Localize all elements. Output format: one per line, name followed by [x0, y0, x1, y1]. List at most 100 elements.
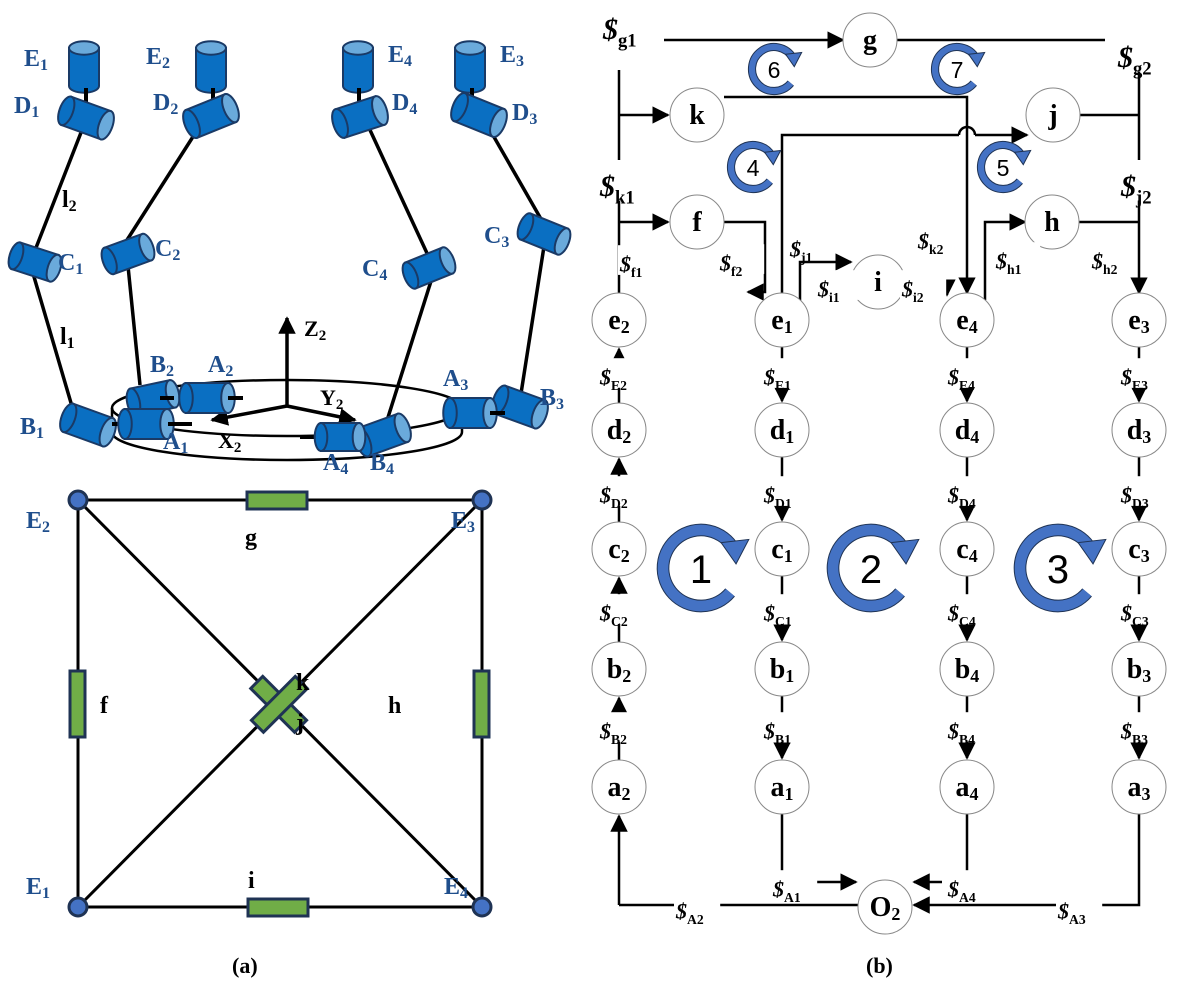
label-D2: D2	[153, 90, 178, 118]
svg-text:$E4: $E4	[947, 365, 975, 394]
svg-text:$E3: $E3	[1120, 365, 1148, 394]
node-a1: a1	[754, 759, 810, 815]
svg-text:b3: b3	[1127, 654, 1152, 686]
limb-h	[472, 669, 491, 739]
svg-text:5: 5	[997, 155, 1010, 181]
label-axis-Z2: Z2	[304, 316, 326, 344]
joint-D2-icon	[182, 92, 240, 140]
svg-text:$A1: $A1	[772, 877, 801, 906]
label-E3: E3	[500, 42, 524, 70]
svg-text:g: g	[863, 25, 877, 56]
svg-text:$E2: $E2	[599, 365, 627, 394]
screw-label-A1: $A1	[771, 870, 818, 906]
screw-label-B3: $B3	[1119, 712, 1166, 747]
svg-text:$A4: $A4	[947, 877, 976, 906]
svg-text:$B4: $B4	[947, 719, 975, 748]
loop-7-icon: 7	[930, 42, 986, 96]
node-c2: c2	[591, 521, 647, 577]
svg-text:$D1: $D1	[763, 483, 792, 512]
svg-text:4: 4	[747, 155, 760, 181]
svg-text:$g2: $g2	[1117, 41, 1152, 80]
svg-text:$A3: $A3	[1057, 899, 1086, 928]
label-B4: B4	[370, 450, 394, 478]
joint-E3-icon	[454, 40, 486, 94]
screw-label-j2: $j2	[1119, 160, 1182, 209]
svg-text:c1: c1	[771, 534, 792, 566]
loop-1-icon: 1	[656, 523, 750, 613]
node-e1: e1	[754, 292, 810, 348]
label-C1: C1	[58, 250, 83, 278]
loop-6-icon: 6	[747, 42, 803, 96]
screw-label-g1: $g1	[601, 3, 664, 52]
label-B2: B2	[150, 352, 174, 380]
limb-label-k: k	[296, 670, 310, 696]
svg-text:d2: d2	[607, 415, 632, 447]
screw-label-f1: $f1	[618, 245, 665, 281]
svg-text:a3: a3	[1128, 772, 1151, 804]
screw-label-B4: $B4	[946, 712, 993, 748]
vertex-label-E2: E2	[26, 508, 50, 536]
joint-A1-icon	[117, 408, 175, 440]
label-E1: E1	[24, 46, 48, 74]
label-B3: B3	[540, 385, 564, 413]
screw-label-E1: $E1	[762, 358, 809, 394]
loop-3-icon: 3	[1013, 523, 1107, 613]
screw-label-A3: $A3	[1056, 892, 1103, 928]
joint-E1-icon	[68, 40, 100, 94]
screw-label-B2: $B2	[598, 712, 645, 748]
node-d4: d4	[939, 402, 995, 458]
svg-text:f: f	[692, 207, 702, 238]
joint-C1-icon	[7, 241, 63, 283]
svg-text:i: i	[874, 267, 882, 298]
label-A4: A4	[323, 450, 348, 478]
svg-text:e4: e4	[956, 305, 977, 337]
node-d2: d2	[591, 402, 647, 458]
node-b3: b3	[1111, 641, 1167, 697]
vertex-label-E1: E1	[26, 874, 50, 902]
screw-label-E3: $E3	[1119, 358, 1166, 394]
svg-text:c2: c2	[608, 534, 629, 566]
svg-text:O2: O2	[870, 892, 901, 924]
joint-C3-icon	[516, 212, 572, 256]
svg-text:b2: b2	[607, 654, 632, 686]
screw-label-D2: $D2	[598, 476, 645, 511]
label-D1: D1	[14, 93, 39, 121]
svg-text:j: j	[1047, 100, 1057, 131]
joint-C2-icon	[100, 232, 156, 276]
svg-text:2: 2	[860, 548, 882, 592]
svg-text:$D3: $D3	[1120, 483, 1149, 512]
screw-label-B1: $B1	[762, 712, 809, 747]
joint-D4-icon	[331, 94, 389, 140]
svg-text:$f2: $f2	[719, 251, 743, 280]
svg-text:$g1: $g1	[602, 13, 637, 52]
svg-text:$E1: $E1	[763, 365, 791, 394]
svg-text:c3: c3	[1128, 534, 1149, 566]
node-d1: d1	[754, 402, 810, 458]
screw-label-i2: $i2	[900, 270, 947, 305]
node-e4: e4	[939, 292, 995, 348]
node-c3: c3	[1111, 521, 1167, 577]
svg-text:$B2: $B2	[599, 719, 627, 748]
limb-label-g: g	[245, 525, 257, 551]
svg-text:$f1: $f1	[619, 252, 643, 281]
screw-label-j1: $j1	[788, 230, 835, 266]
node-h: h	[1024, 194, 1080, 250]
loop-5-icon: 5	[976, 140, 1032, 194]
svg-text:$j1: $j1	[789, 237, 813, 266]
screw-label-g2: $g2	[1116, 31, 1179, 80]
loop-2-icon: 2	[826, 523, 920, 613]
caption-a: (a)	[232, 953, 258, 978]
node-a3: a3	[1111, 759, 1167, 815]
label-B1: B1	[20, 414, 44, 442]
limb-label-i: i	[248, 868, 255, 894]
screw-label-C1: $C1	[762, 594, 809, 629]
limb-i	[246, 897, 310, 918]
node-f: f	[669, 194, 725, 250]
svg-text:$h1: $h1	[995, 249, 1022, 278]
label-D3: D3	[512, 100, 537, 128]
screw-label-E4: $E4	[946, 358, 993, 394]
joint-C4-icon	[401, 246, 457, 290]
svg-text:$j2: $j2	[1120, 170, 1152, 209]
